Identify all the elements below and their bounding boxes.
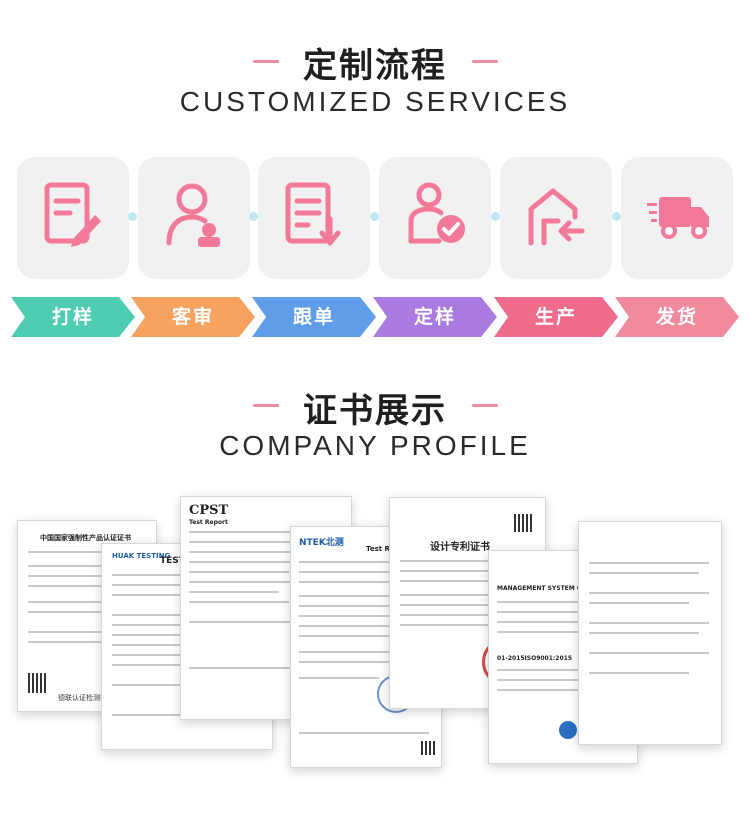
title-dash-right bbox=[472, 60, 498, 63]
title-dash-right bbox=[472, 404, 498, 407]
certificate-title: CPST bbox=[189, 503, 229, 518]
step-label: 定样 bbox=[413, 306, 456, 328]
title-dash-left bbox=[253, 60, 279, 63]
certificate-back bbox=[578, 521, 722, 745]
qr-code-icon bbox=[421, 741, 435, 755]
certificate-title: 设计专利证书 bbox=[430, 542, 490, 553]
connector-dot bbox=[249, 212, 258, 221]
connector-dot bbox=[612, 212, 621, 221]
sample-confirm-icon bbox=[408, 182, 465, 244]
connector-dot bbox=[491, 212, 500, 221]
certificate-title: 中国国家强制性产品认证证书 bbox=[40, 534, 131, 542]
step-arrow-6: 发货 bbox=[615, 297, 739, 337]
factory-icon bbox=[528, 188, 585, 246]
step-arrow-2: 客审 bbox=[131, 297, 255, 337]
section-title-cn: 证书展示 bbox=[303, 391, 447, 431]
qr-code-icon bbox=[514, 514, 532, 532]
qr-code-icon bbox=[28, 673, 48, 693]
connector-dot bbox=[128, 212, 137, 221]
iaf-logo-icon bbox=[559, 721, 577, 739]
step-label: 客审 bbox=[171, 306, 214, 328]
certificate-number: 01-2015ISO9001:2015 bbox=[497, 655, 572, 662]
certificate-subtitle: Test Report bbox=[189, 519, 228, 526]
certificate-title: HUAK TESTING bbox=[112, 552, 171, 560]
section-title-cn: 定制流程 bbox=[303, 46, 447, 86]
step-label: 打样 bbox=[51, 306, 94, 328]
certificate-subtitle: TEST R bbox=[160, 556, 195, 566]
section-title-en: COMPANY PROFILE bbox=[219, 430, 531, 461]
document-edit-icon bbox=[44, 182, 101, 247]
certificate-title: NTEK北测 bbox=[299, 538, 344, 548]
step-label: 生产 bbox=[534, 306, 577, 328]
step-card-confirm bbox=[379, 157, 491, 279]
step-card-sample bbox=[17, 157, 129, 279]
step-card-production bbox=[500, 157, 612, 279]
step-arrow-4: 定样 bbox=[373, 297, 497, 337]
step-arrow-3: 跟单 bbox=[252, 297, 376, 337]
step-card-delivery bbox=[621, 157, 733, 279]
step-card-review bbox=[138, 157, 250, 279]
section-title-en: CUSTOMIZED SERVICES bbox=[179, 86, 571, 117]
step-label: 发货 bbox=[655, 306, 698, 328]
customer-review-icon bbox=[166, 183, 220, 247]
certificate-subtitle: Test Report bbox=[366, 545, 411, 553]
order-tracking-icon bbox=[285, 182, 341, 246]
certificate-title: MANAGEMENT SYSTEM CERTIFICATE bbox=[497, 585, 620, 592]
step-arrow-1: 打样 bbox=[11, 297, 135, 337]
connector-dot bbox=[370, 212, 379, 221]
step-arrow-5: 生产 bbox=[494, 297, 618, 337]
delivery-truck-icon bbox=[647, 197, 709, 239]
certificate-footer: 德联认证检测有限公司 bbox=[58, 694, 128, 702]
step-card-tracking bbox=[258, 157, 370, 279]
title-dash-left bbox=[253, 404, 279, 407]
step-label: 跟单 bbox=[292, 306, 335, 328]
